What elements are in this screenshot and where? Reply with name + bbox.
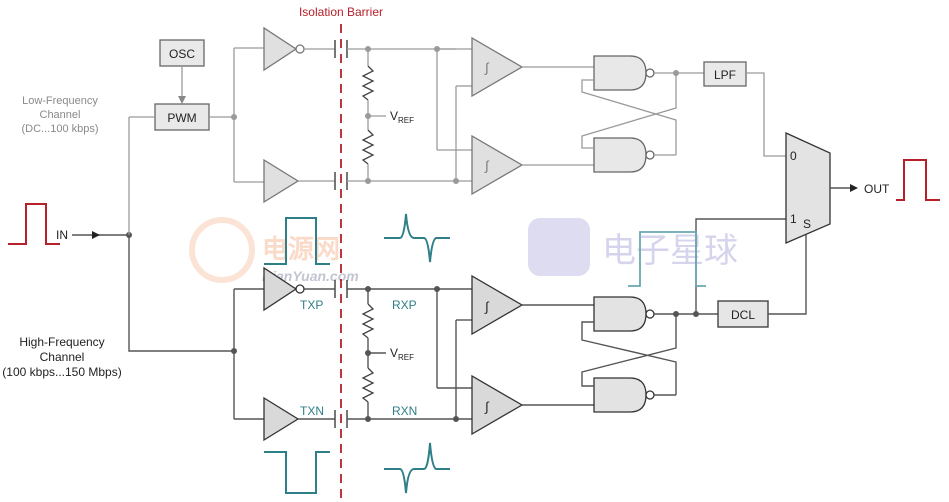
high-nand-gate-bottom [593,377,647,413]
low-frequency-channel: OSC PWM VREF [128,26,786,235]
vref-lower-label: VREF [390,346,414,362]
rxn-label: RXN [392,404,417,418]
watermark-brand-cn: 电源网 [262,234,340,264]
low-nand-gate-bottom [593,137,647,173]
svg-text:(100 kbps...150 Mbps): (100 kbps...150 Mbps) [2,365,121,379]
low-comparator-p [471,36,524,98]
svg-text:∫: ∫ [484,158,490,173]
watermark: 电源网 DianYuan.com 电子星球 [189,217,738,284]
txn-label: TXN [300,404,324,418]
input-pulse-waveform [8,203,60,245]
svg-text:(DC...100 kbps): (DC...100 kbps) [21,123,98,135]
watermark-logo-icon [189,217,255,283]
rxp-label: RXP [392,298,417,312]
high-comparator-p [471,274,524,336]
watermark-robot-icon [528,218,590,276]
dcl-label: DCL [731,308,755,322]
mux-select: S [803,217,811,231]
mux-block [785,131,831,244]
high-nand-gate-top [593,296,647,332]
mux-input-1: 1 [790,212,797,226]
osc-label: OSC [169,47,195,61]
txn-waveform [264,451,330,494]
svg-text:∫: ∫ [484,299,490,314]
svg-text:Channel: Channel [40,109,81,121]
low-comparator-n [471,134,524,196]
svg-text:∫: ∫ [484,399,490,414]
high-driver-p [263,266,298,312]
rxp-waveform [384,213,450,263]
txp-waveform [264,217,330,265]
barrier-label: Isolation Barrier [299,5,383,19]
high-frequency-label: High-Frequency Channel (100 kbps...150 M… [2,335,121,379]
output-arrow-icon [850,184,858,192]
output-label: OUT [864,182,890,196]
pwm-label: PWM [167,111,196,125]
svg-text:Channel: Channel [40,350,85,364]
svg-text:Low-Frequency: Low-Frequency [22,95,98,107]
high-comparator-n [471,374,524,436]
input-arrow-icon [92,231,100,239]
low-driver-n [263,158,300,204]
output-pulse-waveform [896,159,940,201]
latch-output-waveform [628,231,706,287]
input-label: IN [56,228,68,242]
output-mux: 0 1 S OUT [785,131,940,244]
low-frequency-label: Low-Frequency Channel (DC...100 kbps) [21,95,98,135]
high-driver-n [263,396,300,442]
signal-waveforms [264,213,706,494]
watermark-brand-cn-2: 电子星球 [602,232,738,270]
low-driver-p [263,26,298,72]
svg-text:High-Frequency: High-Frequency [19,335,104,349]
mux-input-0: 0 [790,149,797,163]
low-nand-gate-top [593,55,647,91]
lpf-block [703,61,747,87]
high-frequency-channel: TXP TXN RXP RXN VREF ∫ ∫ [128,218,807,442]
vref-upper-label: VREF [390,109,414,125]
lpf-label: LPF [714,68,736,82]
txp-label: TXP [300,298,323,312]
svg-text:∫: ∫ [484,60,490,75]
rxn-waveform [384,442,450,494]
